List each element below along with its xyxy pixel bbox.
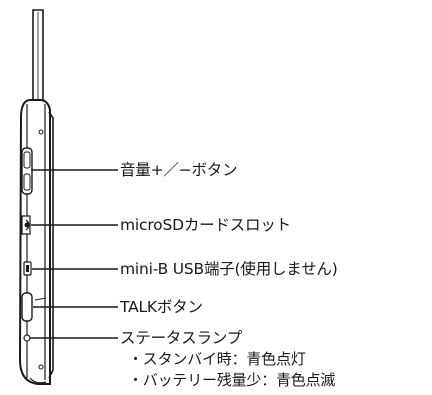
- callout-mini-usb-port: mini-B USB端子(使用しません): [120, 260, 338, 278]
- device-body: [18, 99, 54, 385]
- mini-usb-port-shape: [23, 261, 32, 276]
- microsd-slot-shape: [21, 215, 31, 235]
- status-lamp-shape: [23, 334, 31, 342]
- leader-lines: [30, 169, 118, 339]
- callout-volume-buttons: 音量+／−ボタン: [120, 161, 238, 179]
- talk-button-shape: [21, 292, 47, 322]
- status-lamp-detail-low-battery: ・バッテリー残量少：青色点滅: [128, 371, 336, 389]
- callout-talk-button: TALKボタン: [120, 298, 203, 316]
- volume-button-shape: [21, 147, 33, 195]
- callout-microsd-slot: microSDカードスロット: [120, 216, 291, 234]
- status-lamp-detail-standby: ・スタンバイ時：青色点灯: [128, 350, 306, 368]
- callout-status-lamp: ステータスランプ: [120, 329, 242, 347]
